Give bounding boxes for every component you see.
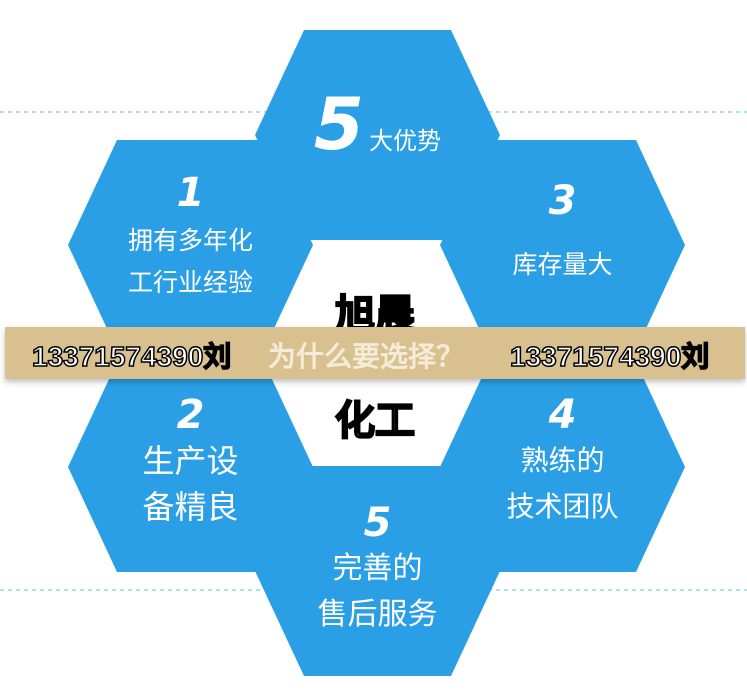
phone-right: 13371574390刘 xyxy=(509,340,710,373)
hex-5-line-1: 完善的 xyxy=(332,551,423,586)
hexagon-3 xyxy=(440,140,685,350)
hex-1-number: 1 xyxy=(176,170,205,216)
hex-5: 5 完善的 售后服务 xyxy=(255,500,500,638)
hexagon-top xyxy=(255,30,500,240)
hex-5-number: 5 xyxy=(363,500,392,546)
hex-4: 4 熟练的 技术团队 xyxy=(440,392,685,530)
hex-2-line-2: 备精良 xyxy=(142,488,239,526)
hex-top-number: 5 xyxy=(313,82,364,166)
hexagon-4 xyxy=(440,362,685,572)
hexagon-5 xyxy=(255,466,500,676)
hex-top-label: 大优势 xyxy=(369,127,442,155)
hex-4-number: 4 xyxy=(548,392,577,438)
hexagon-2 xyxy=(68,362,313,572)
phone-left: 13371574390刘 xyxy=(31,340,232,373)
hex-4-line-2: 技术团队 xyxy=(506,490,619,523)
hex-2-number: 2 xyxy=(176,392,205,438)
banner xyxy=(5,327,745,379)
hex-5-line-2: 售后服务 xyxy=(317,597,438,632)
hex-top: 5 大优势 xyxy=(255,82,500,166)
hex-2: 2 生产设 备精良 xyxy=(68,392,313,530)
company-name-line-2: 化工 xyxy=(334,397,416,445)
hex-3-number: 3 xyxy=(548,178,577,224)
hexagon-1 xyxy=(68,140,313,350)
hex-2-line-1: 生产设 xyxy=(142,442,239,480)
hex-3: 3 库存量大 xyxy=(440,178,685,286)
hex-1-line-1: 拥有多年化 xyxy=(127,226,253,255)
hex-1-line-2: 工行业经验 xyxy=(127,268,253,297)
hex-1: 1 拥有多年化 工行业经验 xyxy=(68,170,313,304)
hex-3-line-1: 库存量大 xyxy=(512,250,613,279)
hex-4-line-1: 熟练的 xyxy=(520,444,605,477)
banner-question: 为什么要选择？ xyxy=(268,340,465,373)
